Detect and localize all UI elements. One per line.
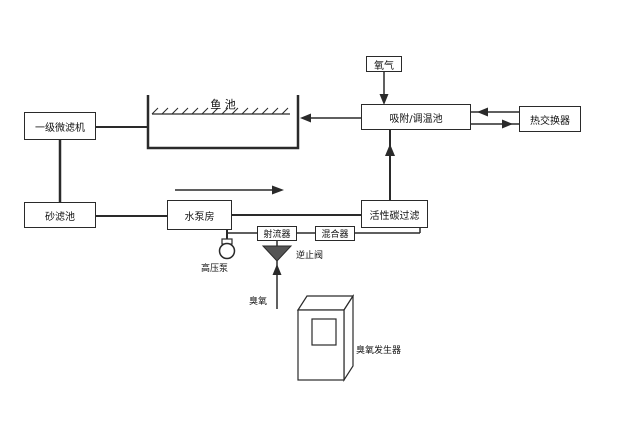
arrow-up-ozone [272,264,282,275]
arrow-right-heatexchanger-bottom [502,119,513,129]
node-sand-filter: 砂滤池 [24,202,96,228]
ozone-generator-panel-window [311,318,337,346]
node-mixer: 混合器 [315,226,355,241]
arrow-left-heatexchanger-top [477,107,488,117]
node-adsorption-pool: 吸附/调温池 [361,104,471,130]
node-pump-room: 水泵房 [167,200,232,230]
pump-icon [218,238,236,260]
water-surface-hatching [151,107,289,115]
flow-direction-arrow-right [272,185,284,195]
fish-pond-label: 鱼 池 [210,98,236,111]
node-carbon-filter: 活性碳过滤 [361,200,428,228]
ozone-generator-box [296,293,355,383]
arrow-down-oxygen [379,94,389,105]
ozone-label: 臭氧 [249,297,268,307]
node-jet-device: 射流器 [257,226,297,241]
ozone-generator-side-face [343,293,354,383]
check-valve-label: 逆止阀 [296,251,324,261]
check-valve-icon [261,245,293,262]
node-micro-filter: 一级微滤机 [24,112,96,140]
flow-arrows [175,94,513,275]
node-oxygen: 氧气 [366,56,402,72]
ozone-generator-label: 臭氧发生器 [356,346,402,356]
fish-pond-tank-shape [146,95,300,150]
arrow-up-to-adsorption [385,144,395,156]
hp-pump-label: 高压泵 [201,264,229,274]
arrow-left-into-pond [300,113,311,123]
node-heat-exchanger: 热交换器 [519,106,581,132]
